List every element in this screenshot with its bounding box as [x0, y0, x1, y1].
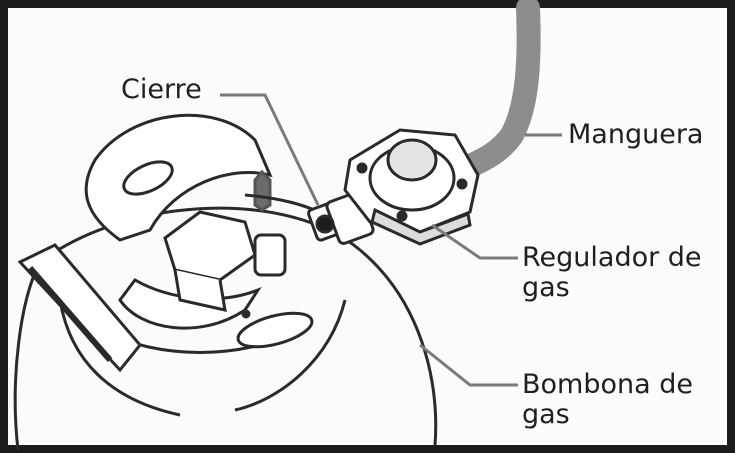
label-manguera: Manguera — [568, 119, 703, 150]
label-regulador-line1: Regulador de — [522, 242, 702, 273]
leader-bombona — [420, 345, 518, 385]
label-bombona-line1: Bombona de — [522, 369, 693, 400]
label-regulador-line2: gas — [522, 272, 570, 303]
hose — [466, 8, 529, 168]
label-bombona-line2: gas — [522, 399, 570, 430]
label-cierre: Cierre — [121, 74, 202, 105]
